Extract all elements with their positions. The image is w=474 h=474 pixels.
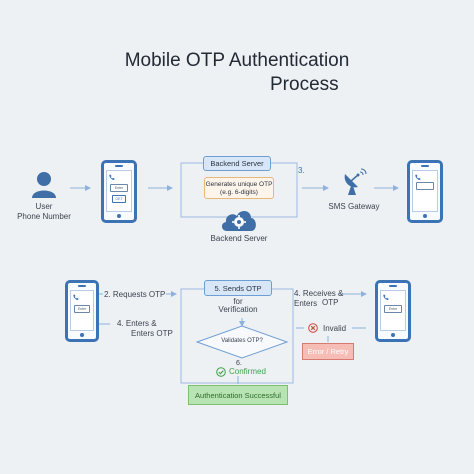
cloud-label: Backend Server [210,234,268,243]
step4-line2: Enters OTP [131,329,173,338]
step6-label: 6. [236,360,242,367]
generate-otp-line2: (e.g. 6-digits) [220,189,258,196]
validate-diamond [195,325,289,359]
step5-line2: for [233,297,243,306]
invalid-label: Invalid [323,324,347,333]
x-icon [308,323,318,333]
phone-screen: Enter phone GET OTP [106,170,132,212]
sms-gateway-label: SMS Gateway [328,202,380,211]
error-retry-box[interactable]: Error / Retry [302,343,354,360]
phone-bottom-right: Enter OTP [375,280,411,342]
phone-speaker [115,165,123,167]
step4-line1: 4. Enters & [117,319,157,328]
generate-otp-box: Generates unique OTP (e.g. 6-digits) [204,177,274,199]
user-icon [32,172,56,198]
step5-line3: Verification [218,305,258,314]
diagram-title-line1: Mobile OTP Authentication [124,50,350,71]
send-otp-box: 5. Sends OTP [204,280,272,296]
user-sub-label: Phone Number [17,212,71,221]
phone-top-left: Enter phone GET OTP [101,160,137,223]
sms-message-field [416,182,434,190]
phone-home-button [117,214,121,218]
phone-home-button [391,333,395,337]
validate-diamond-label: Validates OTP? [221,338,263,344]
phone-icon [383,294,389,300]
phone-bottom-left: Enter OTP [65,280,99,342]
phone-speaker [78,285,86,287]
step4-receive-line1: 4. Receives & Enters [294,289,344,308]
phone-screen: Enter OTP [380,290,406,331]
step2-label: 2. Requests OTP [104,290,166,299]
confirmed-label: Confirmed [229,367,266,376]
phone-home-button [80,333,84,337]
phone-screen [412,170,438,212]
backend-server-header: Backend Server [203,156,271,171]
otp-input-field[interactable]: Enter OTP [74,305,90,313]
phone-number-field[interactable]: Enter phone [110,184,128,192]
diagram-title-line2: Process [270,74,339,95]
user-label: User [35,202,53,211]
satellite-dish-icon [344,168,367,195]
phone-speaker [389,285,397,287]
phone-speaker [421,165,429,167]
phone-icon [109,174,115,180]
phone-top-right [407,160,443,223]
generate-otp-line1: Generates unique OTP [205,181,273,188]
phone-home-button [423,214,427,218]
otp-input-field-right[interactable]: Enter OTP [384,305,402,313]
phone-icon [415,174,421,180]
step4-receive-line2: OTP [322,298,339,307]
cloud-gear-icon [221,210,256,231]
phone-screen: Enter OTP [70,290,94,331]
step3-label: 3. [298,166,305,175]
get-otp-button[interactable]: GET OTP [112,195,126,203]
phone-icon [73,294,79,300]
authentication-success-box: Authentication Successful [188,385,288,405]
check-icon [216,367,226,377]
